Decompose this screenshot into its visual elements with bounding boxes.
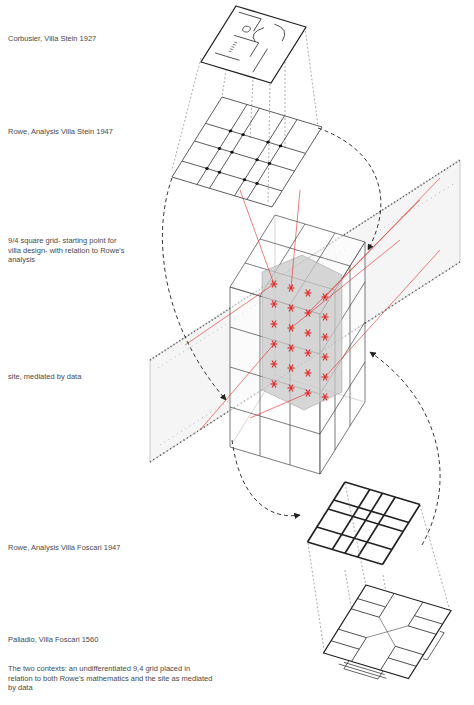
dashed-arrows	[162, 128, 440, 545]
annotation-label: site, mediated by data	[8, 372, 128, 382]
shaded-volume	[262, 255, 342, 410]
annotation-label: 9/4 square grid- starting point for vill…	[8, 236, 126, 265]
asterisk-points	[271, 281, 329, 401]
annotation-label: Rowe, Analysis Villa Foscari 1947	[8, 543, 123, 553]
caption-text: The two contexts: an undifferentiated 9,…	[8, 664, 213, 693]
villa-stein-plan	[201, 6, 306, 83]
rowe-foscari-grid	[308, 482, 421, 565]
annotation-label: Palladio, Villa Foscari 1560	[8, 635, 103, 645]
relation-lines	[185, 178, 440, 430]
villa-foscari-plan	[318, 585, 457, 688]
grid-cube	[230, 215, 365, 474]
projection-lines	[172, 6, 318, 203]
annotation-label: Corbusier, Villa Stein 1927	[8, 34, 100, 44]
annotation-label: Rowe, Analysis Villa Stein 1947	[8, 127, 116, 137]
rowe-stein-grid	[172, 97, 322, 207]
